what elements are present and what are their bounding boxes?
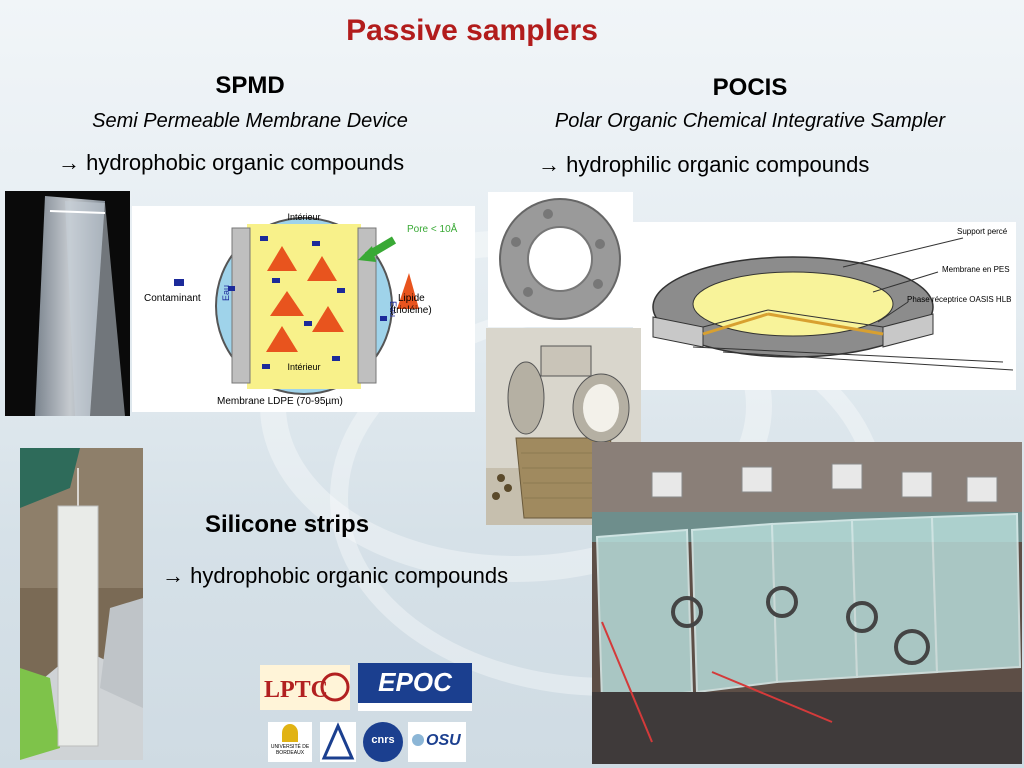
osu-logo-text: OSU: [426, 732, 461, 749]
epoc-logo: EPOC: [358, 663, 472, 711]
diagram-lipid-sub: (trioléine): [390, 305, 432, 316]
cnrs-logo: cnrs: [363, 722, 403, 762]
diagram-lipid-label: Lipide: [398, 293, 425, 304]
cnrs-logo-text: cnrs: [371, 734, 395, 746]
spmd-description: → hydrophobic organic compounds: [58, 150, 405, 175]
pocis-description: → hydrophilic organic compounds: [538, 152, 870, 177]
pocis-label-phase: Phase réceptrice OASIS HLB: [907, 295, 1012, 304]
epoc-logo-text: EPOC: [378, 667, 452, 697]
pocis-diagram: Support percé Membrane en PES Phase réce…: [633, 222, 1016, 390]
silicone-heading: Silicone strips: [205, 511, 370, 538]
diagram-pore-label: Pore < 10Å: [407, 222, 458, 235]
bordeaux1-logo: [320, 722, 356, 762]
pocis-ring-photo: [488, 192, 633, 327]
pocis-subtitle: Polar Organic Chemical Integrative Sampl…: [554, 110, 946, 132]
lptc-logo-text: LPTC: [264, 677, 328, 703]
aquarium-setup-photo: [592, 442, 1022, 764]
diagram-contaminant-label: Contaminant: [144, 293, 201, 304]
diagram-water-right: Eau: [388, 301, 398, 317]
diagram-bottom-label: Intérieur: [287, 362, 320, 372]
page-title: Passive samplers: [346, 14, 598, 47]
pocis-holder-photo: [486, 328, 641, 525]
spmd-subtitle: Semi Permeable Membrane Device: [92, 110, 408, 132]
silicone-strip-photo: [20, 448, 143, 760]
pocis-label-membrane: Membrane en PES: [942, 265, 1010, 274]
university-bordeaux-text: UNIVERSITÉ DE BORDEAUX: [270, 744, 310, 756]
silicone-description: → hydrophobic organic compounds: [162, 563, 509, 588]
spmd-heading: SPMD: [215, 72, 285, 99]
university-bordeaux-logo: UNIVERSITÉ DE BORDEAUX: [268, 722, 312, 762]
spmd-photo: [5, 191, 130, 416]
spmd-membrane-diagram: Intérieur Intérieur Pore < 10Å Eau Eau C…: [132, 206, 475, 412]
diagram-water-left: Eau: [221, 285, 231, 301]
pocis-label-support: Support percé: [957, 227, 1008, 236]
pocis-heading: POCIS: [712, 74, 788, 101]
lptc-logo: LPTC: [260, 665, 350, 710]
diagram-membrane-label: Membrane LDPE (70-95µm): [217, 396, 343, 407]
diagram-top-label: Intérieur: [287, 212, 320, 222]
osu-logo: OSU: [408, 722, 466, 762]
